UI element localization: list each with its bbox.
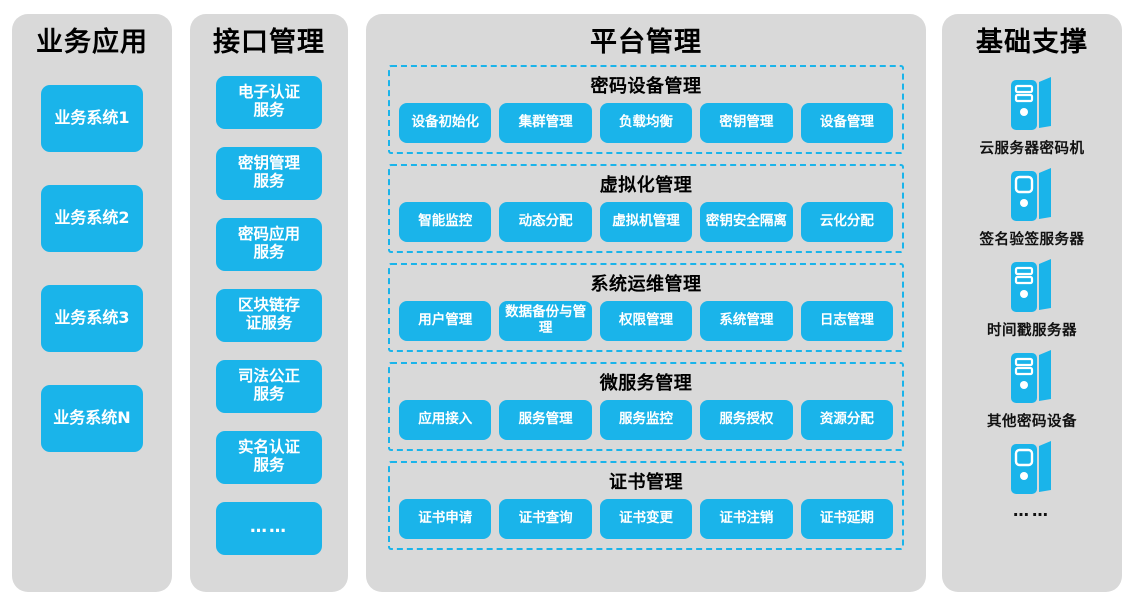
infrastructure-item-1[interactable]: 云服务器密码机 [942,76,1122,158]
group-title-virtualization: 虚拟化管理 [599,174,693,196]
platform-group-microservice: 微服务管理 应用接入 服务管理 服务监控 服务授权 资源分配 [388,361,904,451]
infrastructure-label-more: …… [1013,500,1051,520]
platform-item-system-mgmt[interactable]: 系统管理 [700,300,793,341]
column-business-application: 业务应用 业务系统1 业务系统2 业务系统3 业务系统N [12,14,172,592]
column-title-platform: 平台管理 [590,27,702,58]
platform-item-service-monitor[interactable]: 服务监控 [599,399,693,440]
platform-group-system-ops: 系统运维管理 用户管理 数据备份与管理 权限管理 系统管理 日志管理 [388,262,904,352]
business-system-item-3[interactable]: 业务系统3 [41,284,143,352]
infrastructure-item-5[interactable]: …… [942,440,1122,520]
platform-item-log-mgmt[interactable]: 日志管理 [800,300,894,341]
group-row-microservice: 应用接入 服务管理 服务监控 服务授权 资源分配 [399,399,894,440]
server-tower-icon [1011,258,1051,312]
platform-item-cert-renew[interactable]: 证书延期 [800,498,894,539]
platform-item-dynamic-alloc[interactable]: 动态分配 [499,201,592,242]
infrastructure-item-3[interactable]: 时间戳服务器 [942,258,1122,340]
business-system-item-4[interactable]: 业务系统N [41,384,143,452]
business-system-item-1[interactable]: 业务系统1 [41,84,143,152]
column-infrastructure-support: 基础支撑 云服务器密码机 签名验签服务器 [942,14,1122,592]
platform-group-list: 密码设备管理 设备初始化 集群管理 负载均衡 密钥管理 设备管理 虚拟化管理 智… [366,58,926,550]
interface-service-list: 电子认证 服务 密钥管理 服务 密码应用 服务 区块链存 证服务 司法公正 服务… [190,75,348,555]
platform-item-service-mgmt[interactable]: 服务管理 [499,399,592,440]
platform-item-device-mgmt[interactable]: 设备管理 [800,102,894,143]
group-row-system-ops: 用户管理 数据备份与管理 权限管理 系统管理 日志管理 [399,300,894,341]
platform-item-cert-revoke[interactable]: 证书注销 [700,498,793,539]
interface-service-item-5[interactable]: 司法公正 服务 [216,359,322,413]
interface-service-item-6[interactable]: 实名认证 服务 [216,430,322,484]
platform-item-resource-alloc[interactable]: 资源分配 [800,399,894,440]
server-tower-icon [1011,167,1051,221]
platform-item-key-mgmt[interactable]: 密钥管理 [700,102,793,143]
platform-item-service-auth[interactable]: 服务授权 [700,399,793,440]
group-row-virtualization: 智能监控 动态分配 虚拟机管理 密钥安全隔离 云化分配 [399,201,894,242]
infrastructure-label-2: 签名验签服务器 [979,231,1085,248]
server-tower-icon [1011,440,1051,494]
platform-item-load-balance[interactable]: 负载均衡 [599,102,693,143]
infrastructure-label-4: 其他密码设备 [987,413,1077,430]
column-title-interface: 接口管理 [213,27,325,58]
platform-item-vm-mgmt[interactable]: 虚拟机管理 [599,201,693,242]
server-tower-icon [1011,76,1051,130]
infrastructure-item-4[interactable]: 其他密码设备 [942,349,1122,431]
column-title-business: 业务应用 [36,27,148,58]
platform-item-smart-monitor[interactable]: 智能监控 [399,201,492,242]
infrastructure-label-3: 时间戳服务器 [987,322,1077,339]
business-system-item-2[interactable]: 业务系统2 [41,184,143,252]
server-tower-icon [1011,349,1051,403]
platform-item-device-init[interactable]: 设备初始化 [399,102,492,143]
column-platform-management: 平台管理 密码设备管理 设备初始化 集群管理 负载均衡 密钥管理 设备管理 虚拟… [366,14,926,592]
business-system-list: 业务系统1 业务系统2 业务系统3 业务系统N [12,84,172,452]
column-interface-management: 接口管理 电子认证 服务 密钥管理 服务 密码应用 服务 区块链存 证服务 司法… [190,14,348,592]
interface-service-item-1[interactable]: 电子认证 服务 [216,75,322,129]
platform-item-cert-query[interactable]: 证书查询 [499,498,592,539]
group-title-microservice: 微服务管理 [599,372,693,394]
platform-item-cloud-alloc[interactable]: 云化分配 [800,201,894,242]
platform-item-permission-mgmt[interactable]: 权限管理 [599,300,693,341]
infrastructure-device-list: 云服务器密码机 签名验签服务器 时间戳 [942,76,1122,520]
interface-service-item-2[interactable]: 密钥管理 服务 [216,146,322,200]
interface-service-item-more[interactable]: …… [216,501,322,555]
platform-group-crypto-device: 密码设备管理 设备初始化 集群管理 负载均衡 密钥管理 设备管理 [388,64,904,154]
platform-item-cluster-mgmt[interactable]: 集群管理 [499,102,592,143]
interface-service-item-3[interactable]: 密码应用 服务 [216,217,322,271]
group-row-crypto-device: 设备初始化 集群管理 负载均衡 密钥管理 设备管理 [399,102,894,143]
platform-item-user-mgmt[interactable]: 用户管理 [399,300,492,341]
platform-item-cert-change[interactable]: 证书变更 [599,498,693,539]
interface-service-item-4[interactable]: 区块链存 证服务 [216,288,322,342]
group-row-certificate: 证书申请 证书查询 证书变更 证书注销 证书延期 [399,498,894,539]
platform-item-key-isolation[interactable]: 密钥安全隔离 [700,201,793,242]
column-title-infrastructure: 基础支撑 [976,27,1088,58]
group-title-certificate: 证书管理 [609,471,683,493]
platform-item-data-backup[interactable]: 数据备份与管理 [499,300,592,341]
platform-item-app-access[interactable]: 应用接入 [399,399,492,440]
infrastructure-label-1: 云服务器密码机 [979,140,1085,157]
infrastructure-item-2[interactable]: 签名验签服务器 [942,167,1122,249]
group-title-crypto-device: 密码设备管理 [590,75,702,97]
platform-group-certificate: 证书管理 证书申请 证书查询 证书变更 证书注销 证书延期 [388,460,904,550]
platform-group-virtualization: 虚拟化管理 智能监控 动态分配 虚拟机管理 密钥安全隔离 云化分配 [388,163,904,253]
group-title-system-ops: 系统运维管理 [590,273,702,295]
platform-item-cert-apply[interactable]: 证书申请 [399,498,492,539]
